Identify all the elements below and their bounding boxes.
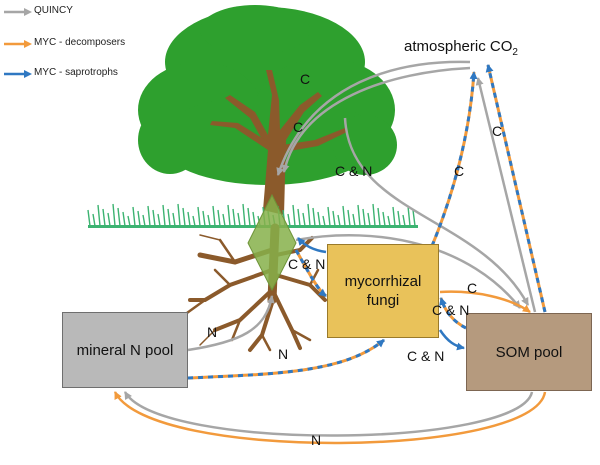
legend-item-saprotrophs: MYC - saprotrophs bbox=[4, 67, 174, 81]
atmospheric-co2-label: atmospheric CO2 bbox=[404, 38, 518, 58]
atmosphere-subscript: 2 bbox=[512, 47, 518, 58]
mineral-n-pool-label: mineral N pool bbox=[76, 341, 174, 359]
flow-som-to-atm-gray bbox=[475, 77, 537, 313]
flow-label-c-upper: C bbox=[300, 71, 311, 87]
legend-arrow-icon bbox=[4, 70, 32, 78]
flow-label-c-far-right: C bbox=[492, 123, 503, 139]
flow-roots-myc-exchange bbox=[294, 237, 327, 298]
flow-mineral-to-myc bbox=[187, 338, 385, 380]
legend-item-quincy: QUINCY bbox=[4, 5, 174, 19]
legend-arrow-icon bbox=[4, 40, 32, 48]
flow-myc-to-atm bbox=[430, 71, 478, 247]
grass-strip bbox=[87, 203, 418, 228]
legend-label: MYC - saprotrophs bbox=[34, 67, 118, 78]
flow-label-c-lower: C bbox=[293, 119, 304, 135]
flow-som-to-atm-myc bbox=[485, 64, 547, 313]
atmosphere-text: atmospheric CO bbox=[404, 38, 513, 55]
mycorrhizal-fungi-box: mycorrhizal fungi bbox=[327, 244, 439, 338]
flow-atm-to-tree-inner bbox=[281, 66, 471, 173]
flow-atm-to-tree-outer bbox=[276, 60, 471, 176]
flow-label-n-right-root: N bbox=[278, 346, 289, 362]
interface-diamond bbox=[247, 193, 297, 292]
flow-label-c-and-n-tree: C & N bbox=[335, 163, 373, 179]
legend-item-decomposers: MYC - decomposers bbox=[4, 37, 174, 51]
flow-som-to-mineral-orange bbox=[113, 391, 547, 445]
mycorrhizal-fungi-label-line1: mycorrhizal bbox=[344, 273, 422, 290]
flow-label-c-and-n-roots: C & N bbox=[288, 256, 326, 272]
legend-label: MYC - decomposers bbox=[34, 37, 126, 48]
mineral-n-pool-box: mineral N pool bbox=[62, 312, 188, 388]
legend-label: QUINCY bbox=[34, 5, 73, 16]
som-pool-label: SOM pool bbox=[495, 343, 563, 361]
flow-label-c-and-n-myc-som: C & N bbox=[432, 302, 470, 318]
flow-label-c-and-n-som-myc: C & N bbox=[407, 348, 445, 364]
flow-tree-to-som bbox=[343, 117, 530, 306]
som-pool-box: SOM pool bbox=[466, 313, 592, 391]
mycorrhizal-fungi-label-line2: fungi bbox=[366, 292, 400, 309]
legend-arrow-icon bbox=[4, 8, 32, 16]
flow-label-n-bottom: N bbox=[311, 432, 322, 448]
flow-label-n-left-root: N bbox=[207, 324, 218, 340]
flow-mineral-to-roots bbox=[187, 295, 275, 352]
flow-som-to-myc-dashed bbox=[439, 297, 467, 330]
flow-myc-to-som-orange bbox=[439, 290, 531, 314]
legend: QUINCY MYC - decomposers MYC - saprotrop… bbox=[4, 3, 174, 78]
tree-trunk bbox=[210, 70, 347, 215]
flow-som-to-mineral-gray bbox=[123, 391, 534, 437]
flow-label-c-som-myc: C bbox=[467, 280, 478, 296]
flow-myc-to-som-blue bbox=[438, 329, 465, 351]
flow-label-c-right: C bbox=[454, 163, 465, 179]
